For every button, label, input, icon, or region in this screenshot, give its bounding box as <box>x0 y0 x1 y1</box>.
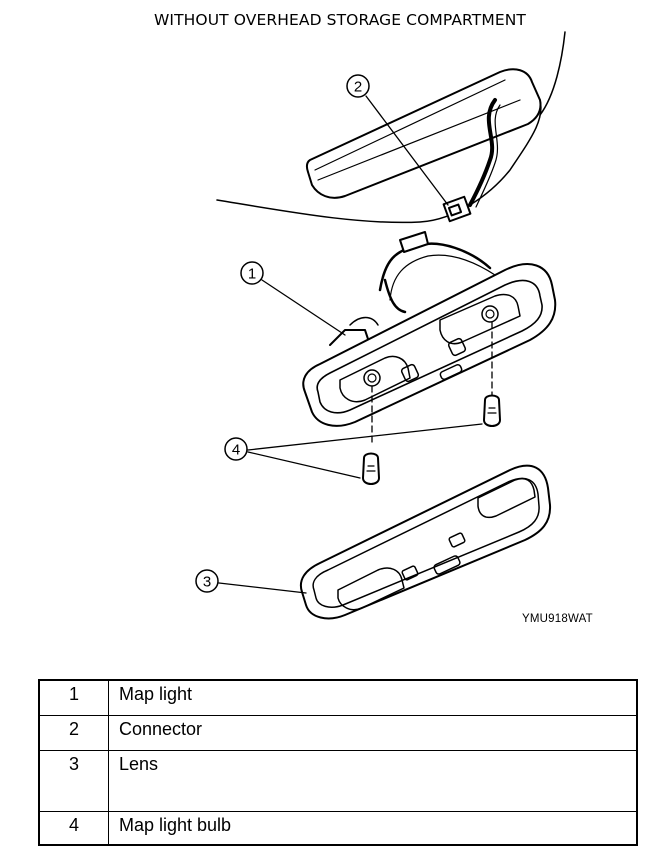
title-leader-line <box>539 31 566 116</box>
legend-label: Map light bulb <box>108 811 638 846</box>
roof-panel <box>305 68 542 199</box>
callout-3: 3 <box>195 569 307 594</box>
map-light-exploded-diagram: 2 1 <box>195 31 566 620</box>
connector <box>442 98 501 223</box>
legend-row: 3 Lens <box>38 750 638 812</box>
legend-number: 3 <box>38 750 109 812</box>
diagram-title: WITHOUT OVERHEAD STORAGE COMPARTMENT <box>154 11 526 29</box>
callout-1-label: 1 <box>248 266 256 283</box>
map-light-housing <box>302 231 557 427</box>
map-light-bulb-right <box>483 394 501 427</box>
legend-number: 4 <box>38 811 109 846</box>
callout-4: 4 <box>224 423 483 479</box>
callout-2: 2 <box>346 74 449 206</box>
legend-number: 2 <box>38 715 109 751</box>
legend-row: 2 Connector <box>38 715 638 751</box>
legend-label: Connector <box>108 715 638 751</box>
legend-row: 1 Map light <box>38 679 638 716</box>
callout-4-label: 4 <box>232 442 240 459</box>
legend-label: Lens <box>108 750 638 812</box>
image-code: YMU918WAT <box>522 613 593 625</box>
legend-number: 1 <box>38 679 109 716</box>
lens <box>300 464 552 620</box>
parts-legend-table: 1 Map light 2 Connector 3 Lens 4 Map lig… <box>38 679 638 846</box>
legend-row: 4 Map light bulb <box>38 811 638 846</box>
callout-2-label: 2 <box>354 79 362 96</box>
legend-label: Map light <box>108 679 638 716</box>
callout-1: 1 <box>240 261 346 336</box>
callout-3-label: 3 <box>203 574 211 591</box>
map-light-bulb-left <box>362 452 380 485</box>
